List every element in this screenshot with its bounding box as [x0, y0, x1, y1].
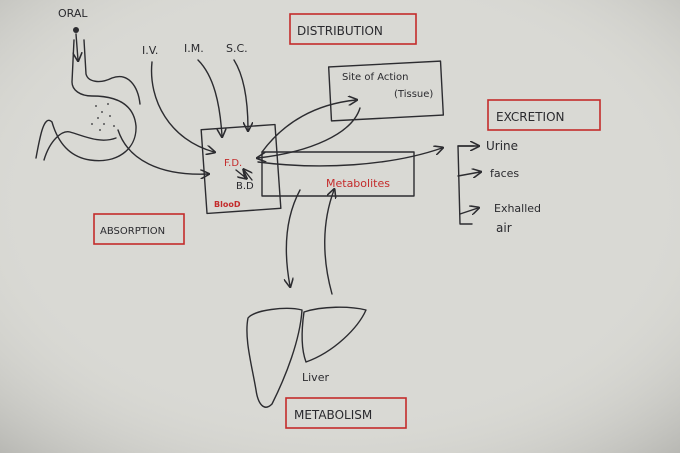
excretion-box — [487, 99, 601, 131]
blood-extension-box — [261, 151, 415, 197]
iv-arrow — [150, 61, 214, 152]
liver-label: Liver — [302, 371, 329, 384]
excretion-exhalled: Exhalled — [494, 202, 541, 215]
metabolites-label: Metabolites — [326, 177, 390, 190]
blood-label: BlooD — [214, 200, 241, 209]
metabolism-box — [285, 397, 407, 429]
excretion-arrow — [257, 148, 442, 167]
liver-left-lobe — [301, 306, 367, 363]
air-branch-arrow — [459, 208, 478, 214]
route-im-label: I.M. — [184, 42, 204, 55]
oral-entry-arrow — [76, 33, 78, 60]
free-drug-label: F.D. — [224, 158, 242, 169]
stomach-inner-outline — [43, 131, 117, 161]
excretion-air: air — [496, 221, 512, 235]
site-of-action-title: Site of Action — [342, 72, 409, 83]
route-iv-label: I.V. — [142, 44, 158, 57]
faces-branch-arrow — [457, 172, 480, 176]
excretion-urine: Urine — [486, 139, 518, 153]
metabolism-heading: METABOLISM — [294, 408, 372, 422]
distribution-box — [289, 13, 417, 45]
absorption-arrow — [117, 129, 208, 174]
route-sc-label: S.C. — [226, 42, 248, 55]
absorption-box — [93, 213, 185, 245]
equilibrium-arrow-up — [244, 170, 252, 181]
distribution-arrow-back — [258, 107, 361, 158]
excretion-faces: faces — [490, 167, 519, 180]
to-liver-arrow — [286, 189, 301, 286]
bound-drug-label: B.D — [236, 181, 254, 192]
distribution-arrow-out — [261, 100, 356, 153]
excretion-heading: EXCRETION — [496, 110, 565, 124]
from-liver-arrow — [324, 190, 334, 295]
blood-box — [200, 123, 282, 215]
sc-arrow — [233, 59, 248, 130]
site-of-action-subtitle: (Tissue) — [394, 89, 433, 100]
route-oral-label: ORAL — [58, 7, 88, 20]
absorption-heading: ABSORPTION — [100, 226, 165, 237]
site-of-action-box — [327, 60, 445, 122]
stomach-upper-outline — [83, 39, 141, 105]
oral-entry-dot — [73, 27, 79, 33]
liver-right-lobe — [246, 307, 303, 408]
im-arrow — [197, 59, 222, 136]
stomach-dots — [91, 103, 115, 131]
distribution-heading: DISTRIBUTION — [297, 24, 383, 38]
